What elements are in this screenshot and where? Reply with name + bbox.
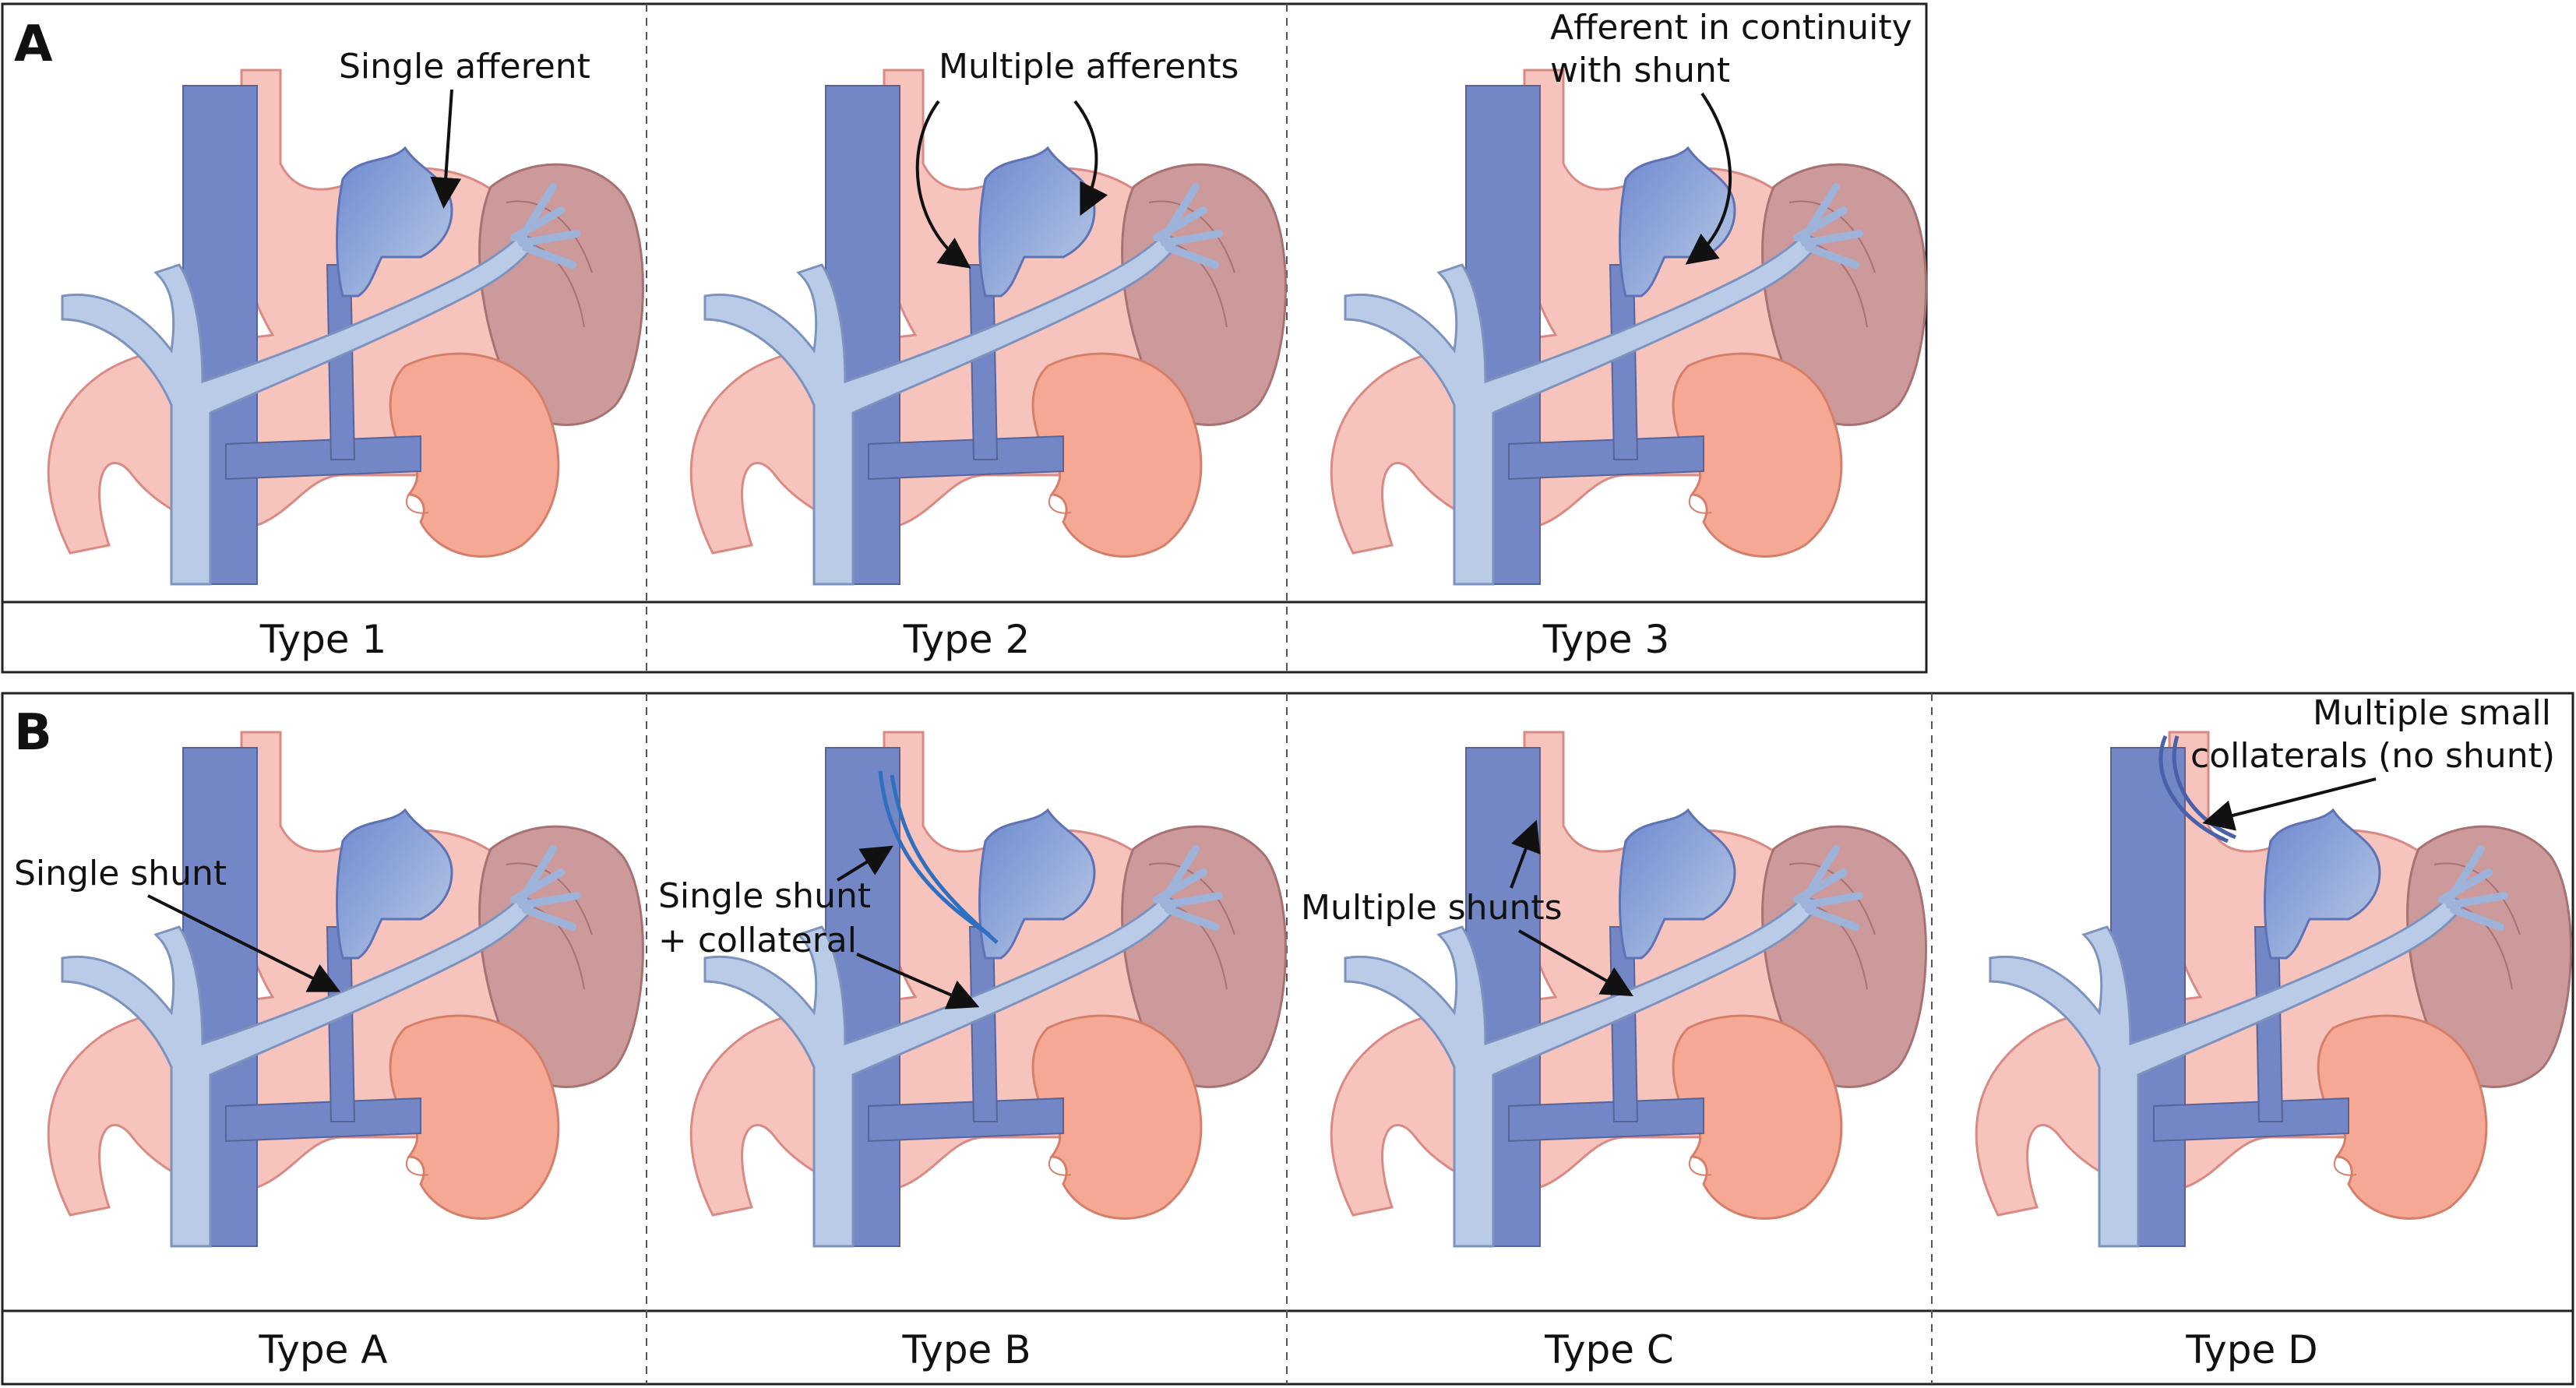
caption-type-d: Type D: [2185, 1327, 2317, 1372]
caption-type-1: Type 1: [259, 617, 387, 662]
typeB-collateral-vessels: [878, 770, 999, 944]
label-afferent-continuity-line2: with shunt: [1550, 51, 1730, 90]
panel-b-typeA-illustration: [48, 732, 643, 1246]
panel-b: B Single shunt Single shunt + collateral…: [1, 692, 2573, 1386]
arrow-single-afferent: [430, 89, 462, 209]
arrow-single-shunt: [147, 894, 341, 992]
caption-type-3: Type 3: [1542, 617, 1670, 662]
label-single-afferent: Single afferent: [339, 47, 590, 86]
panel-b-typeD-illustration: [1976, 732, 2571, 1246]
caption-type-a: Type A: [259, 1327, 388, 1372]
arrow-afferent-continuity: [1685, 92, 1732, 265]
label-afferent-continuity-line1: Afferent in continuity: [1550, 8, 1912, 48]
panel-a-letter: A: [14, 16, 53, 73]
panel-b-letter: B: [14, 704, 52, 762]
arrow-single-shunt-b: [856, 953, 980, 1009]
label-multiple-shunts: Multiple shunts: [1301, 888, 1563, 928]
panel-a-frame: [1, 2, 1928, 674]
arrow-multiple-shunts-lower: [1518, 929, 1633, 996]
arrow-collateral: [836, 845, 893, 882]
label-multiple-small-collaterals-line2: collaterals (no shunt): [2190, 736, 2555, 776]
caption-type-b: Type B: [901, 1327, 1031, 1372]
panel-a-type2-illustration: [691, 70, 1285, 584]
panel-a: A Single afferent Multiple afferents Aff…: [1, 2, 1928, 674]
label-single-shunt-collateral-line1: Single shunt: [658, 876, 871, 916]
arrow-multiple-shunts-upper: [1510, 819, 1541, 889]
caption-type-2: Type 2: [903, 617, 1031, 662]
panel-a-type3-illustration: [1331, 70, 1926, 584]
label-multiple-small-collaterals-line1: Multiple small: [2313, 693, 2551, 733]
label-multiple-afferents: Multiple afferents: [939, 47, 1239, 86]
panel-b-typeB-illustration: [691, 732, 1285, 1246]
panel-b-typeC-illustration: [1331, 732, 1926, 1246]
arrow-multiple-afferents-left: [915, 100, 971, 269]
panel-a-type1-illustration: [48, 70, 643, 584]
caption-type-c: Type C: [1544, 1327, 1674, 1372]
label-single-shunt-collateral-line2: + collateral: [658, 921, 857, 960]
arrow-small-collaterals: [2202, 777, 2377, 831]
label-single-shunt: Single shunt: [14, 854, 227, 893]
arrow-multiple-afferents-right: [1073, 100, 1108, 217]
